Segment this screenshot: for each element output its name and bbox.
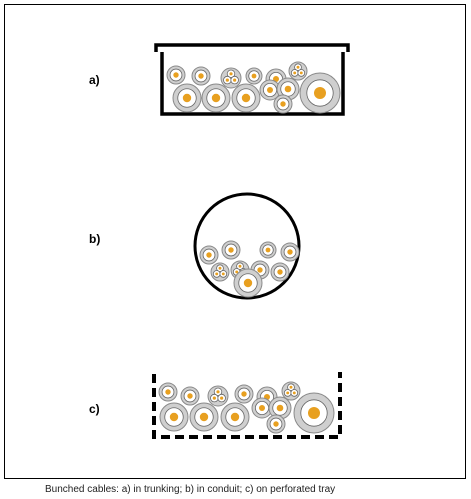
copper-conductor xyxy=(314,87,326,99)
trunking-group: a) xyxy=(89,43,350,116)
copper-conductor xyxy=(221,272,225,276)
copper-conductor xyxy=(238,264,242,268)
copper-conductor xyxy=(289,385,293,389)
copper-conductor xyxy=(165,389,171,395)
cable-cross-section xyxy=(293,392,335,434)
copper-conductor xyxy=(277,269,283,275)
copper-conductor xyxy=(235,270,239,274)
copper-conductor xyxy=(280,101,286,107)
copper-conductor xyxy=(228,247,234,253)
tray-cables xyxy=(158,381,335,434)
copper-conductor xyxy=(220,396,224,400)
cable-cross-section xyxy=(245,67,263,85)
tray-outline xyxy=(152,372,342,439)
copper-conductor xyxy=(199,412,209,422)
copper-conductor xyxy=(212,396,216,400)
copper-conductor xyxy=(230,412,240,422)
copper-conductor xyxy=(218,266,222,270)
copper-conductor xyxy=(273,421,279,427)
cable-cross-section xyxy=(288,61,308,81)
cable-cross-section xyxy=(191,66,211,86)
copper-conductor xyxy=(241,391,247,397)
copper-conductor xyxy=(225,78,229,82)
cable-cross-section xyxy=(159,402,189,432)
cable-cross-section xyxy=(268,396,292,420)
copper-conductor xyxy=(206,252,212,258)
conduit-cables xyxy=(199,240,300,298)
cable-cross-section xyxy=(201,83,231,113)
copper-conductor xyxy=(292,391,296,395)
copper-conductor xyxy=(169,412,179,422)
cable-cross-section xyxy=(221,240,241,260)
cable-cross-section xyxy=(210,262,230,282)
cable-cross-section xyxy=(180,386,200,406)
cable-cross-section xyxy=(273,94,293,114)
label-c: c) xyxy=(89,402,100,416)
cable-cross-section xyxy=(158,382,178,402)
copper-conductor xyxy=(243,278,253,288)
cable-cross-section xyxy=(270,262,290,282)
copper-conductor xyxy=(259,405,265,411)
copper-conductor xyxy=(299,71,303,75)
figure-caption: Bunched cables: a) in trunking; b) in co… xyxy=(45,484,336,495)
copper-conductor xyxy=(308,407,320,419)
trunking-outline xyxy=(154,43,350,116)
copper-conductor xyxy=(182,93,192,103)
copper-conductor xyxy=(211,93,221,103)
copper-conductor xyxy=(284,85,292,93)
copper-conductor xyxy=(257,267,263,273)
cable-cross-section xyxy=(166,65,186,85)
trunking-cables xyxy=(166,61,341,114)
cable-cross-section xyxy=(276,77,300,101)
copper-conductor xyxy=(241,93,251,103)
copper-conductor xyxy=(216,390,220,394)
copper-conductor xyxy=(215,272,219,276)
cable-cross-section xyxy=(172,83,202,113)
figure-frame xyxy=(4,4,466,479)
cable-cross-section xyxy=(281,381,301,401)
bunched-cables-diagram: a) b) c) xyxy=(89,43,350,439)
cable-cross-section xyxy=(207,385,229,407)
copper-conductor xyxy=(286,391,290,395)
cable-cross-section xyxy=(220,402,250,432)
cable-cross-section xyxy=(234,384,254,404)
copper-conductor xyxy=(287,249,293,255)
cable-cross-section xyxy=(299,72,341,114)
copper-conductor xyxy=(251,73,257,79)
copper-conductor xyxy=(265,247,271,253)
conduit-group: b) xyxy=(89,192,301,300)
cable-cross-section xyxy=(189,402,219,432)
label-b: b) xyxy=(89,232,100,246)
cable-cross-section xyxy=(280,242,300,262)
cable-cross-section xyxy=(266,414,286,434)
cable-cross-section xyxy=(231,83,261,113)
copper-conductor xyxy=(273,76,279,82)
copper-conductor xyxy=(173,72,179,78)
copper-conductor xyxy=(233,78,237,82)
copper-conductor xyxy=(293,71,297,75)
copper-conductor xyxy=(229,72,233,76)
cable-cross-section xyxy=(220,67,242,89)
cable-cross-section xyxy=(199,245,219,265)
copper-conductor xyxy=(276,404,284,412)
copper-conductor xyxy=(187,393,193,399)
tray-group: c) xyxy=(89,372,342,439)
copper-conductor xyxy=(198,73,204,79)
cable-cross-section xyxy=(259,79,281,101)
cable-cross-section xyxy=(259,241,277,259)
label-a: a) xyxy=(89,73,100,87)
copper-conductor xyxy=(296,65,300,69)
copper-conductor xyxy=(267,87,273,93)
cable-cross-section xyxy=(233,268,263,298)
